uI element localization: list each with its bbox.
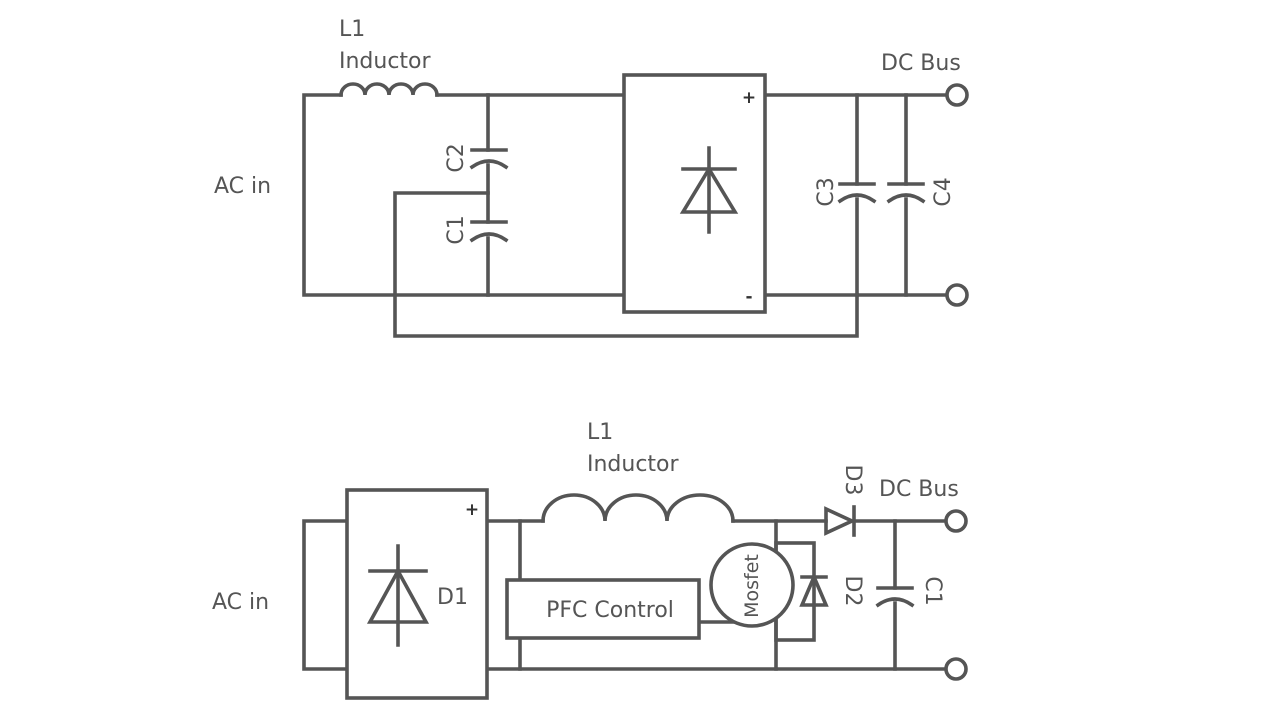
top-rectifier: + -	[622, 73, 767, 314]
bottom-output-terminal-positive	[944, 509, 968, 533]
top-capacitor-c1	[469, 220, 509, 243]
top-capacitor-c3	[837, 182, 877, 204]
pfc-control-label: PFC Control	[546, 598, 674, 623]
top-schematic: + - L1 Inductor AC in DC Bus C2 C1 C3 C4	[214, 17, 969, 338]
bottom-rectifier-diode-icon	[366, 544, 430, 647]
mosfet-switch: Mosfet	[709, 542, 795, 628]
bottom-rectifier-plus: +	[465, 500, 479, 520]
bottom-output-terminal-negative	[944, 657, 968, 681]
diode-d2-symbol	[799, 572, 829, 607]
top-c3-label: C3	[814, 177, 839, 206]
bottom-input-label: AC in	[212, 590, 269, 615]
top-c2-label: C2	[444, 143, 469, 172]
top-wires	[302, 93, 946, 338]
top-inductor-coil	[339, 82, 439, 97]
d3-label: D3	[840, 465, 865, 496]
bottom-wires	[302, 519, 946, 671]
d2-label: D2	[840, 576, 865, 607]
top-capacitor-c2	[469, 148, 509, 170]
bottom-inductor-ref: L1	[587, 420, 613, 445]
diode-d3-symbol	[824, 505, 857, 537]
bottom-output-label: DC Bus	[879, 477, 959, 502]
bottom-capacitor-c1	[875, 586, 915, 608]
mosfet-label: Mosfet	[741, 554, 763, 618]
bottom-c1-label: C1	[920, 576, 945, 605]
top-rectifier-plus: +	[742, 88, 756, 108]
top-output-terminal-negative	[945, 283, 969, 307]
top-c4-label: C4	[931, 177, 956, 206]
top-input-label: AC in	[214, 174, 271, 199]
pfc-control-block: PFC Control	[505, 578, 701, 640]
bottom-inductor-coil	[541, 493, 735, 523]
top-inductor-name: Inductor	[339, 49, 432, 74]
bottom-inductor-name: Inductor	[587, 452, 680, 477]
top-inductor-ref: L1	[339, 17, 365, 42]
top-output-terminal-positive	[945, 83, 969, 107]
top-output-label: DC Bus	[881, 51, 961, 76]
bottom-rectifier-d1: +	[345, 488, 489, 700]
top-c1-label: C1	[444, 215, 469, 244]
d1-label: D1	[437, 585, 468, 610]
top-capacitor-c4	[886, 182, 926, 204]
top-rectifier-diode-icon	[679, 146, 739, 234]
bottom-schematic: + PFC Control Mosfet	[212, 420, 968, 700]
top-rectifier-minus: -	[745, 287, 752, 307]
